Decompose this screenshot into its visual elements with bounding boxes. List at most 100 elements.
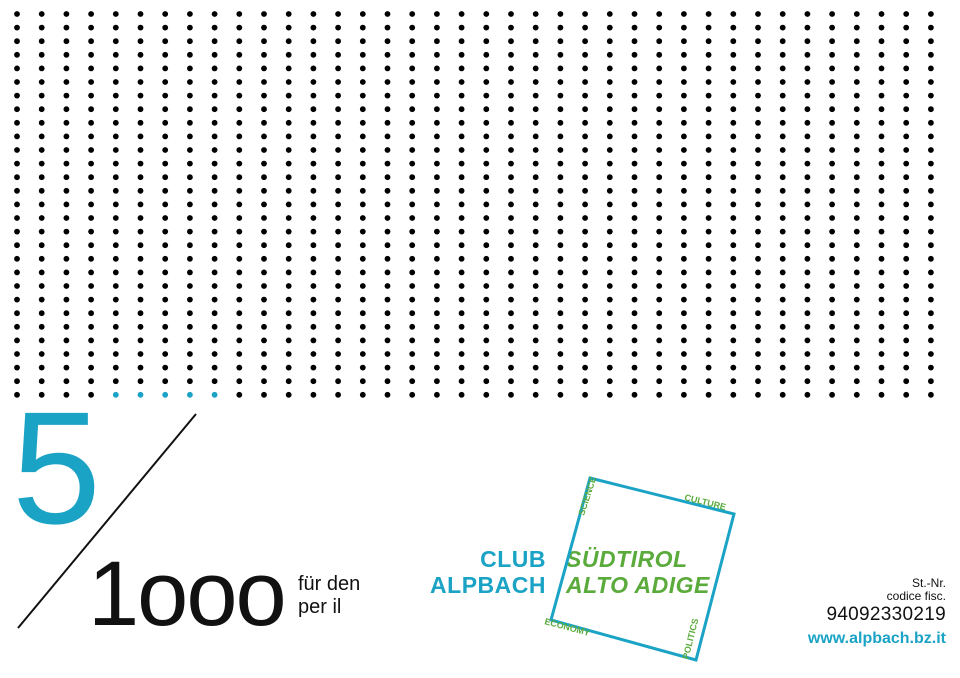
dot <box>582 119 588 126</box>
dot <box>804 201 811 208</box>
dot <box>681 119 687 126</box>
dot <box>804 11 811 17</box>
dot <box>335 296 341 303</box>
dot <box>606 106 613 113</box>
dot <box>779 51 786 58</box>
dot <box>211 201 218 208</box>
dot <box>261 269 267 276</box>
dot <box>187 283 193 289</box>
fraction-numerator: 5 <box>12 378 101 557</box>
dot <box>755 106 761 113</box>
dot <box>261 215 267 221</box>
dot <box>705 187 712 194</box>
dot <box>582 174 588 181</box>
dot <box>236 24 243 31</box>
dot <box>557 215 564 221</box>
dot <box>335 283 341 289</box>
dot <box>187 106 193 113</box>
dot <box>804 283 811 289</box>
dot <box>38 201 45 208</box>
dot <box>853 133 860 140</box>
dot <box>631 215 638 221</box>
dot <box>853 119 860 126</box>
dot <box>38 147 45 153</box>
dot <box>335 201 341 208</box>
dot <box>681 160 687 167</box>
dot <box>508 215 514 221</box>
dot <box>508 228 514 235</box>
dot <box>903 65 910 72</box>
dot <box>359 65 366 72</box>
dot <box>730 228 737 235</box>
dot <box>236 106 243 113</box>
dot <box>779 215 786 221</box>
dot <box>434 106 440 113</box>
dot <box>261 187 267 194</box>
dot <box>730 201 737 208</box>
dot <box>434 228 440 235</box>
dot <box>359 255 366 262</box>
tax-label-it: codice fisc. <box>886 589 946 603</box>
dot <box>434 201 440 208</box>
dot <box>310 160 317 167</box>
dot <box>878 92 885 99</box>
dot <box>853 51 860 58</box>
dot <box>705 79 712 85</box>
dot <box>483 364 490 371</box>
dot <box>483 106 490 113</box>
dot <box>656 228 663 235</box>
dot <box>310 283 317 289</box>
dot <box>285 255 292 262</box>
dot <box>606 364 613 371</box>
dot <box>359 51 366 58</box>
dot <box>532 201 539 208</box>
dot <box>384 147 391 153</box>
dot <box>483 24 490 31</box>
dot <box>656 351 663 357</box>
dot <box>162 65 169 72</box>
dot <box>705 38 712 45</box>
dot <box>829 147 835 153</box>
dot <box>829 351 835 357</box>
website-link[interactable]: www.alpbach.bz.it <box>807 630 946 647</box>
dot <box>434 337 440 344</box>
dot <box>285 323 292 330</box>
recipient-line-de: für den <box>298 573 361 595</box>
dot <box>532 269 539 276</box>
dot <box>532 391 539 398</box>
dot <box>285 24 292 31</box>
dot <box>606 92 613 99</box>
dot <box>187 147 193 153</box>
dot <box>631 160 638 167</box>
dot <box>606 65 613 72</box>
dot <box>878 160 885 167</box>
dot <box>878 187 885 194</box>
dot <box>582 283 588 289</box>
dot <box>606 174 613 181</box>
dot <box>236 119 243 126</box>
dot <box>804 228 811 235</box>
dot <box>310 79 317 85</box>
dot <box>458 65 465 72</box>
dot <box>730 337 737 344</box>
dot <box>211 242 218 249</box>
dot <box>532 187 539 194</box>
dot <box>804 255 811 262</box>
dot <box>557 283 564 289</box>
dot <box>582 242 588 249</box>
dot <box>755 187 761 194</box>
dot <box>38 79 45 85</box>
dot <box>804 51 811 58</box>
dot <box>137 187 144 194</box>
dot <box>631 296 638 303</box>
dot <box>656 296 663 303</box>
dot <box>483 242 490 249</box>
dot <box>359 296 366 303</box>
dot <box>779 160 786 167</box>
dot <box>211 106 218 113</box>
club-line-1: CLUB <box>480 546 546 572</box>
dot <box>928 391 934 398</box>
dot <box>928 79 934 85</box>
dot <box>755 201 761 208</box>
dot <box>458 242 465 249</box>
